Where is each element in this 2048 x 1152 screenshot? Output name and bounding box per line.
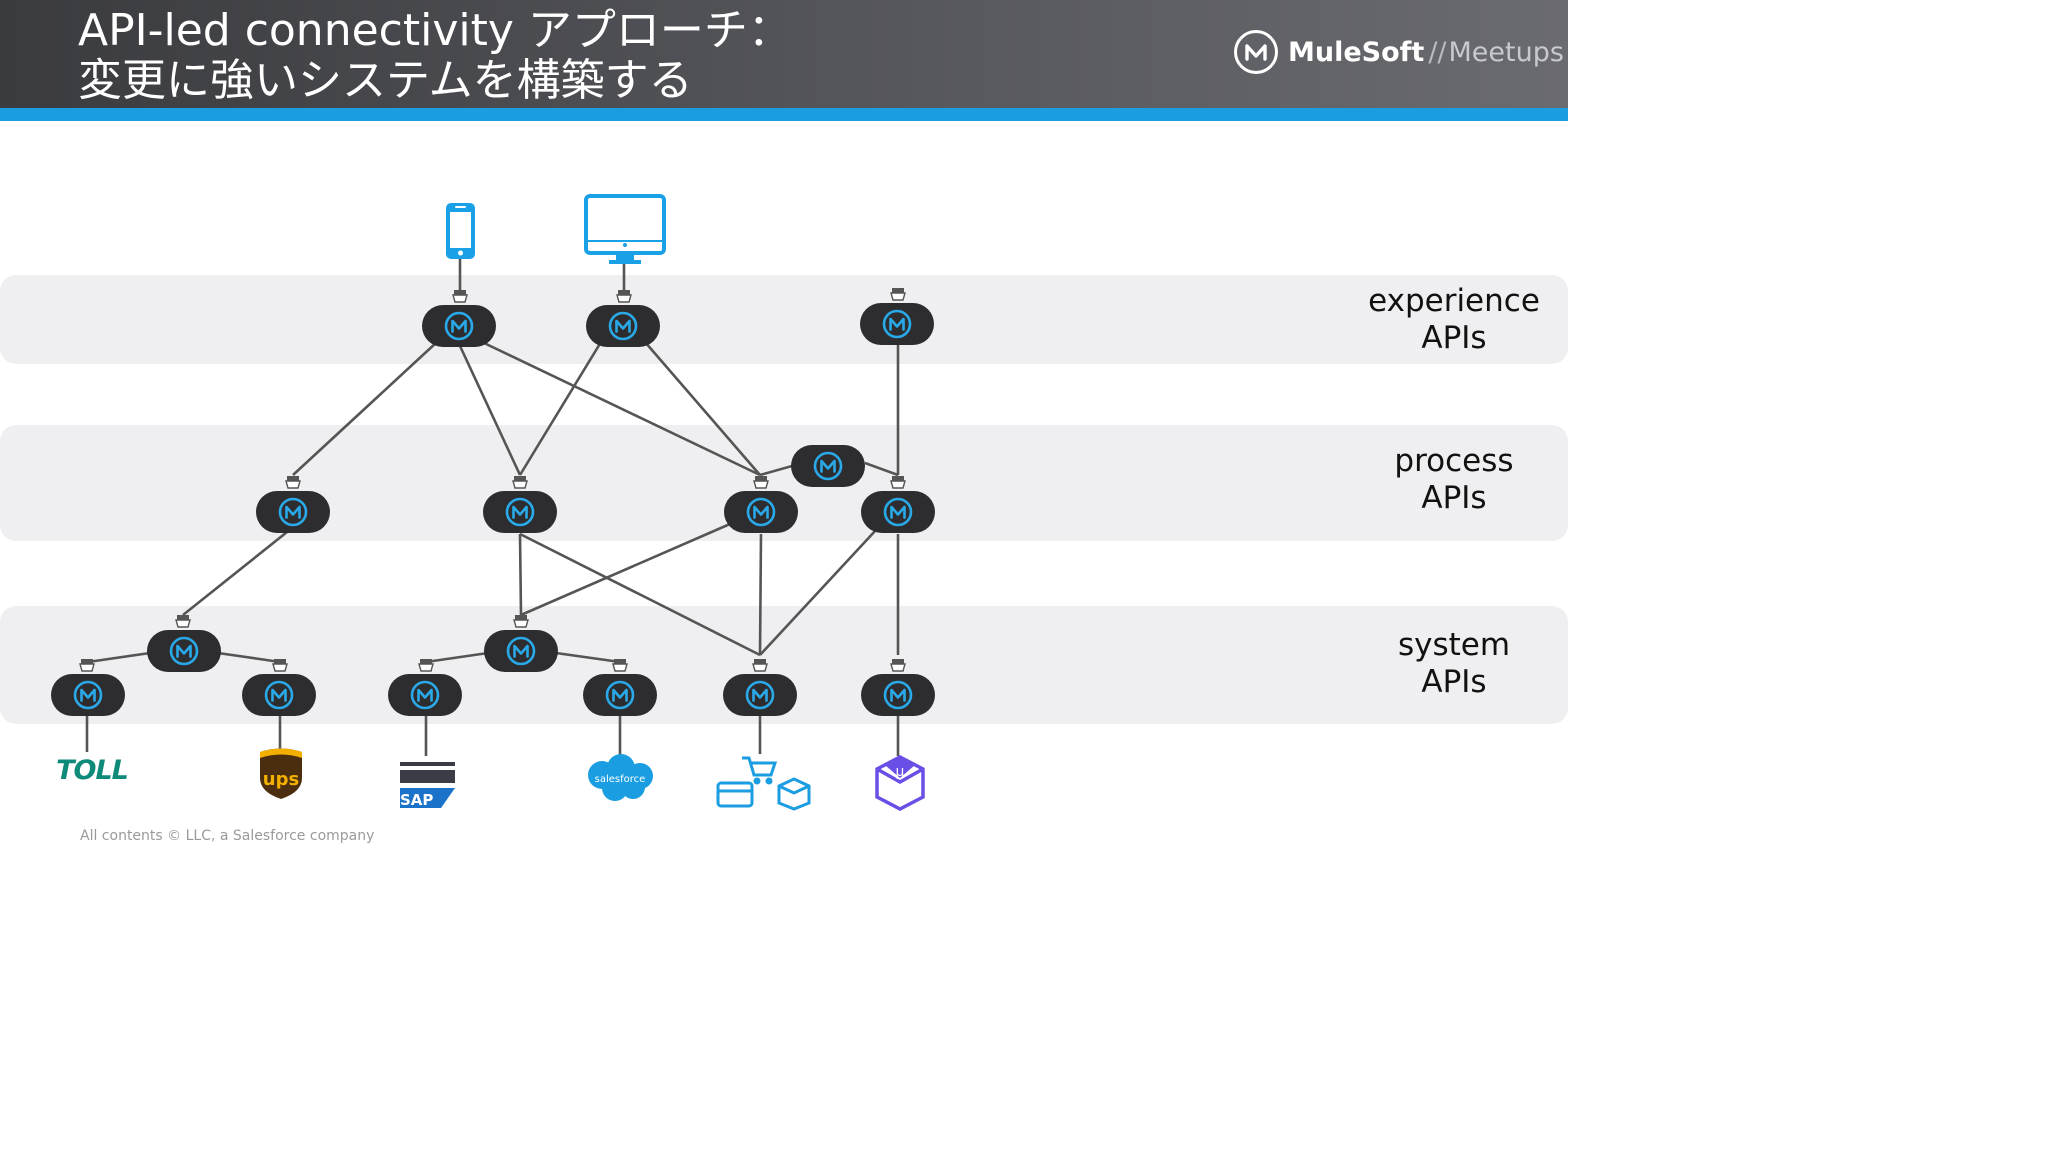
salesforce-logo: salesforce bbox=[588, 754, 653, 801]
edge bbox=[292, 341, 438, 476]
header: API-led connectivity アプローチ： 変更に強いシステムを構築… bbox=[0, 0, 1568, 108]
edge bbox=[458, 345, 522, 476]
system-api-node[interactable] bbox=[49, 672, 127, 718]
process-api-node[interactable] bbox=[722, 489, 800, 535]
mobile-phone-icon bbox=[446, 203, 475, 259]
system-api-node[interactable] bbox=[721, 672, 799, 718]
slide: API-led connectivity アプローチ： 変更に強いシステムを構築… bbox=[0, 0, 1568, 844]
edge bbox=[759, 529, 877, 656]
edges bbox=[85, 258, 900, 756]
svg-text:SAP: SAP bbox=[400, 791, 433, 809]
system-api-node[interactable] bbox=[859, 672, 937, 718]
logo-separator: // bbox=[1428, 36, 1447, 68]
edge bbox=[87, 651, 151, 664]
process-api-node[interactable] bbox=[254, 489, 332, 535]
logo-program: Meetups bbox=[1448, 36, 1564, 68]
desktop-monitor-icon bbox=[584, 194, 666, 264]
experience-api-node[interactable] bbox=[584, 303, 662, 349]
header-accent-bar bbox=[0, 108, 1568, 121]
process-api-node[interactable] bbox=[859, 489, 937, 535]
edge bbox=[864, 461, 899, 477]
mulesoft-meetups-logo: MuleSoft//Meetups bbox=[1234, 28, 1564, 76]
edge bbox=[520, 522, 731, 617]
svg-text:μ: μ bbox=[896, 764, 905, 780]
experience-api-node[interactable] bbox=[858, 301, 936, 347]
process-tier-label-line1: process bbox=[1394, 443, 1514, 479]
experience-api-node[interactable] bbox=[420, 303, 498, 349]
edge bbox=[644, 341, 761, 476]
edge bbox=[425, 651, 489, 664]
toll-logo: TOLL bbox=[56, 755, 129, 786]
system-api-node[interactable] bbox=[581, 672, 659, 718]
system-tier-label: system APIs bbox=[1334, 627, 1574, 701]
edge bbox=[519, 532, 761, 657]
api-network-diagram: TOLL ups SAP salesforce bbox=[49, 194, 937, 811]
footer-copyright: All contents © LLC, a Salesforce company bbox=[80, 828, 375, 844]
process-tier-label: process APIs bbox=[1334, 443, 1574, 517]
microservice-cube-icon: μ bbox=[875, 755, 925, 811]
process-api-node[interactable] bbox=[481, 489, 559, 535]
mulesoft-logo-icon bbox=[1234, 30, 1278, 74]
process-api-node[interactable] bbox=[789, 443, 867, 489]
edge bbox=[759, 464, 793, 477]
sap-logo: SAP bbox=[400, 762, 455, 809]
system-api-node[interactable] bbox=[145, 628, 223, 674]
ups-logo: ups bbox=[260, 748, 302, 799]
logo-brand: MuleSoft bbox=[1288, 36, 1425, 68]
connectors bbox=[79, 287, 906, 672]
edge bbox=[758, 533, 763, 656]
edge bbox=[518, 533, 523, 616]
edge bbox=[182, 530, 288, 617]
system-api-node[interactable] bbox=[240, 672, 318, 718]
system-api-node[interactable] bbox=[482, 628, 560, 674]
page-title-line2: 変更に強いシステムを構築する bbox=[78, 55, 693, 106]
edge bbox=[481, 340, 761, 477]
logo-text: MuleSoft//Meetups bbox=[1288, 37, 1564, 68]
svg-text:TOLL: TOLL bbox=[56, 755, 128, 786]
system-tier-label-line1: system bbox=[1397, 627, 1511, 663]
svg-text:salesforce: salesforce bbox=[595, 774, 646, 785]
shopping-cart-card-box-icon bbox=[716, 756, 811, 811]
svg-text:ups: ups bbox=[263, 769, 299, 790]
edge bbox=[555, 651, 621, 664]
experience-tier-band bbox=[0, 275, 1568, 364]
edge bbox=[518, 341, 603, 476]
experience-tier-label: experience APIs bbox=[1334, 283, 1574, 357]
system-api-node[interactable] bbox=[386, 672, 464, 718]
system-tier-label-line2: APIs bbox=[1421, 664, 1487, 700]
process-tier-label-line2: APIs bbox=[1421, 480, 1487, 516]
experience-tier-label-line1: experience bbox=[1368, 283, 1540, 319]
edge bbox=[217, 651, 281, 664]
page-title-line1: API-led connectivity アプローチ： bbox=[78, 5, 792, 56]
experience-tier-label-line2: APIs bbox=[1421, 320, 1487, 356]
